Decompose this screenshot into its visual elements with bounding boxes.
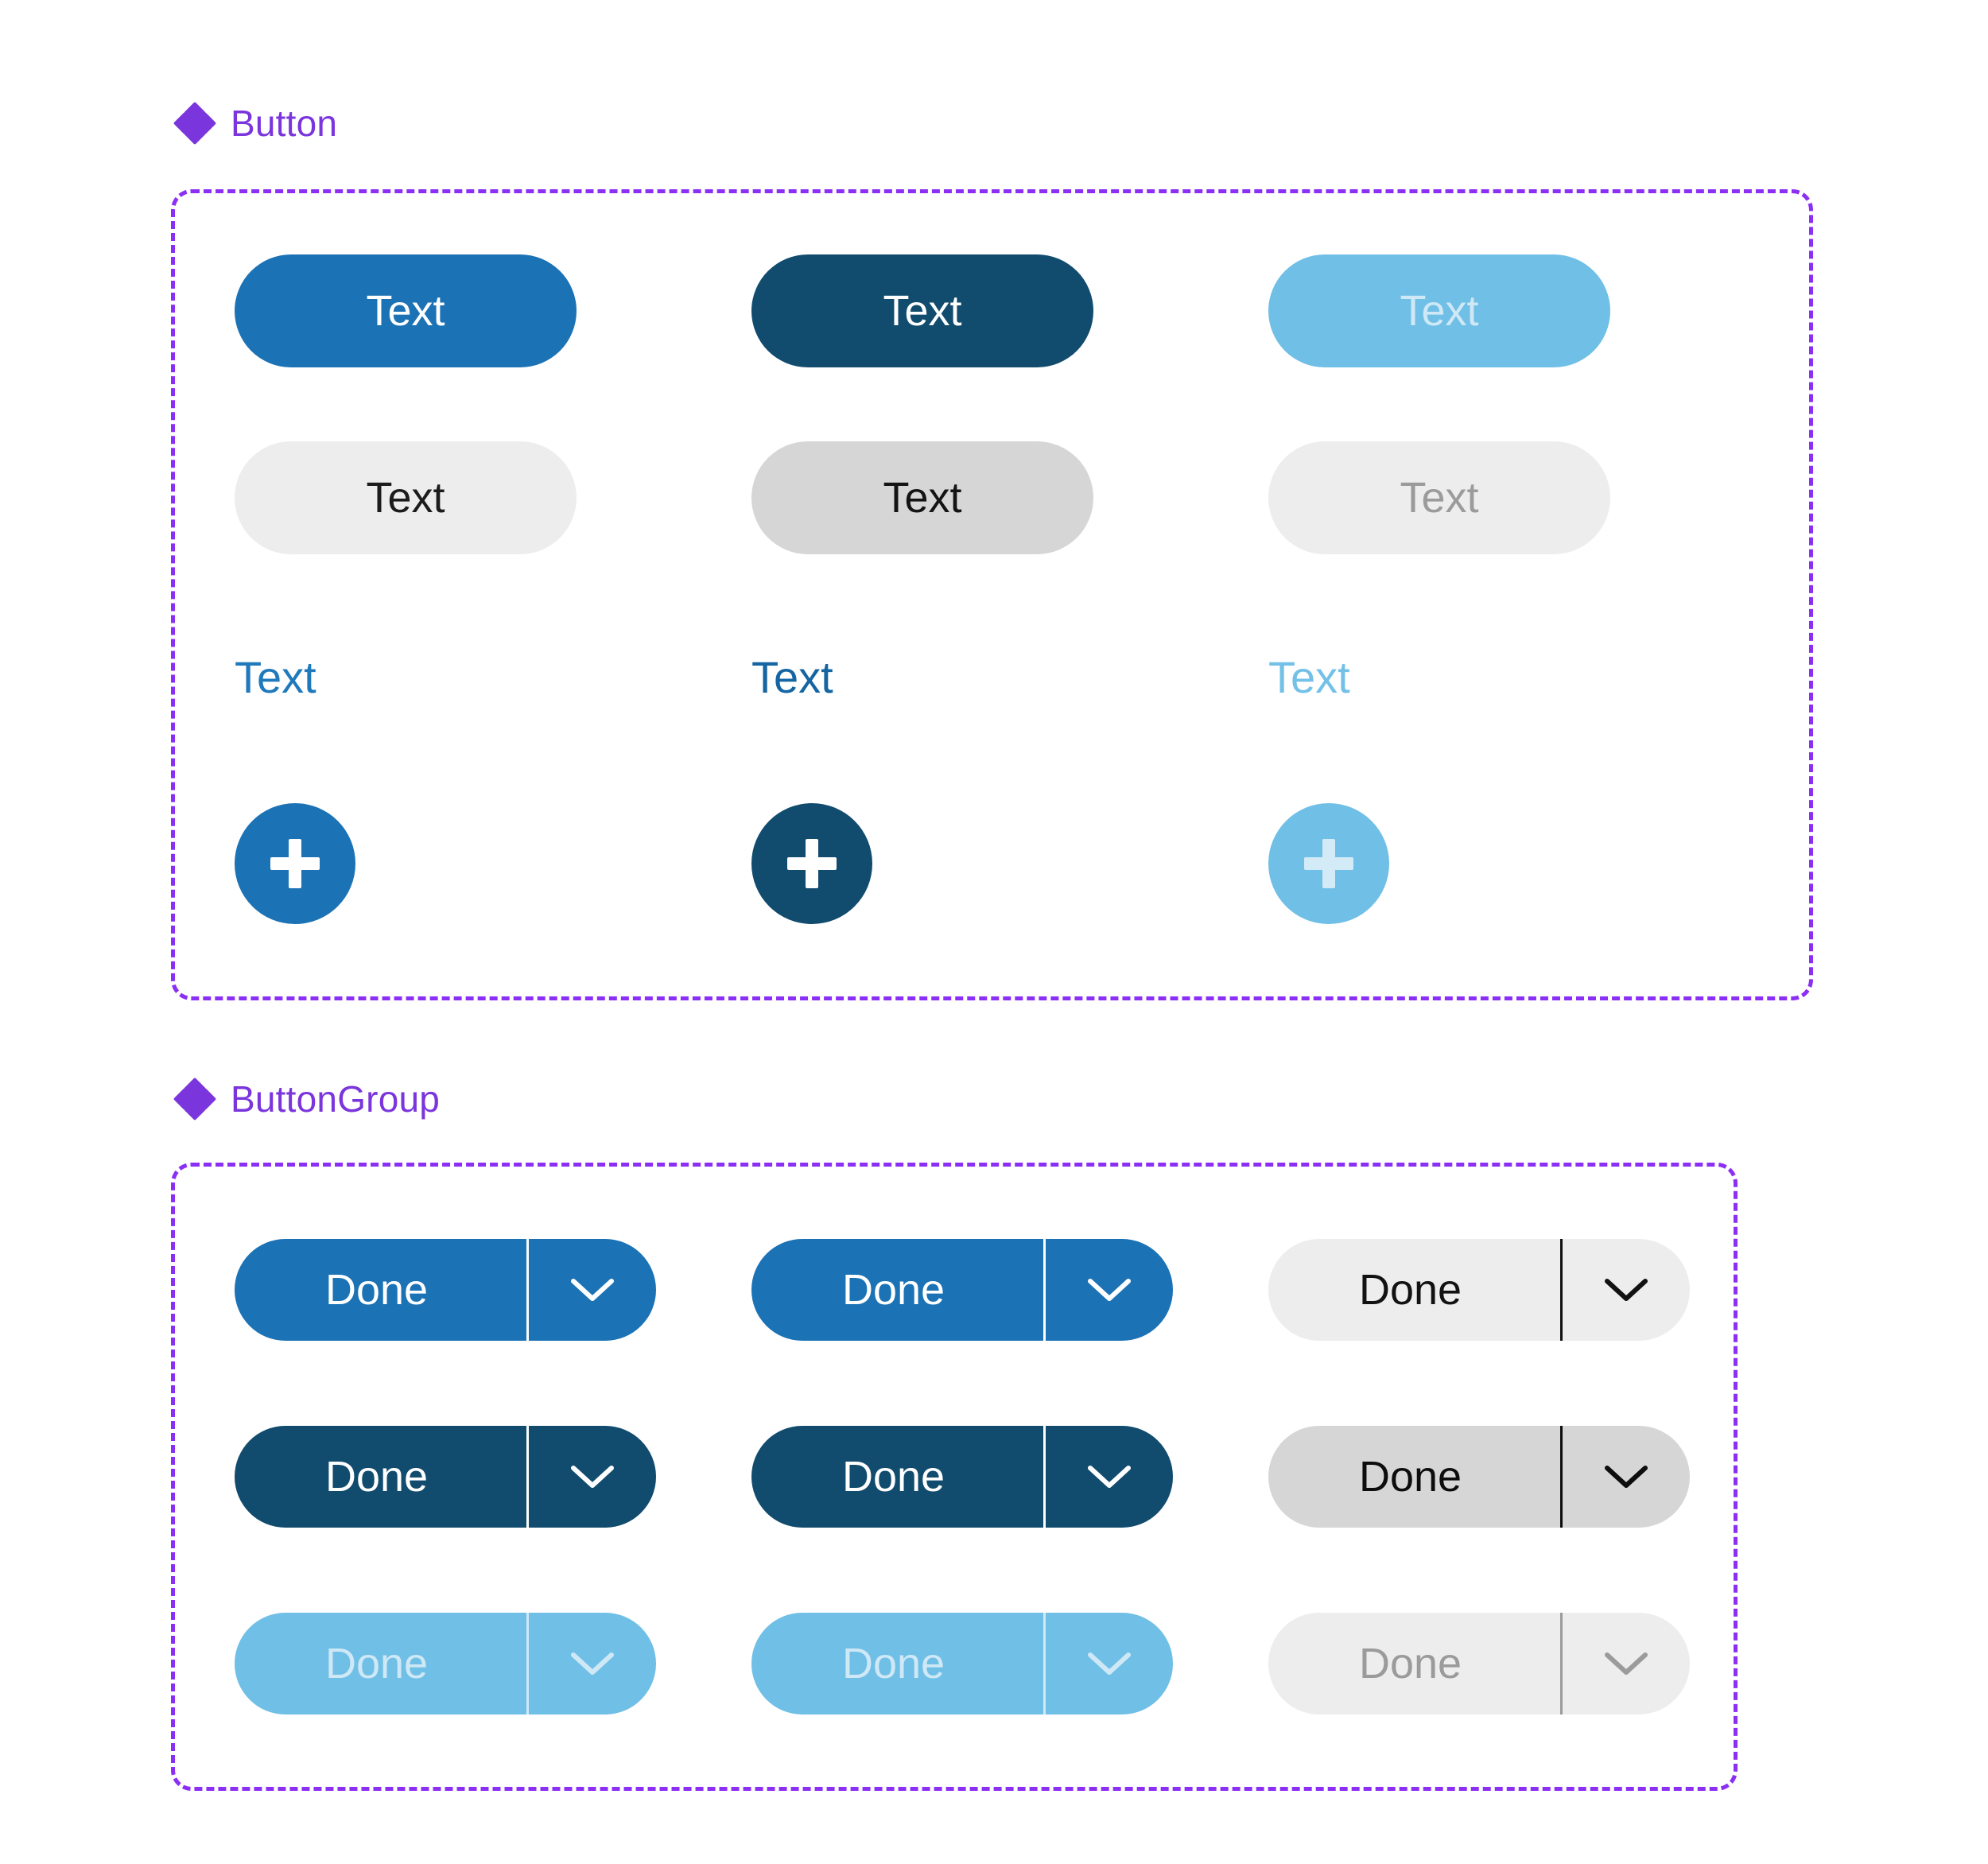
button-group-grey[interactable]: Done bbox=[1268, 1239, 1690, 1341]
button-group-divider bbox=[526, 1239, 529, 1341]
cell: Done bbox=[751, 1426, 1268, 1528]
button-group-primary-hover[interactable]: Done bbox=[751, 1239, 1173, 1341]
button-group-dropdown-toggle[interactable] bbox=[529, 1426, 656, 1528]
chevron-down-icon bbox=[1604, 1651, 1648, 1676]
filled-primary-row: Text Text Text bbox=[235, 254, 1785, 367]
button-group-main-done[interactable]: Done bbox=[751, 1239, 1043, 1341]
button-group-dropdown-toggle bbox=[1046, 1613, 1173, 1714]
section-title-buttongroup: ButtonGroup bbox=[231, 1078, 441, 1120]
buttongroup-component-frame bbox=[171, 1163, 1738, 1791]
cell: Text bbox=[235, 441, 751, 554]
cell: Done bbox=[1268, 1613, 1785, 1714]
cell: Text bbox=[235, 254, 751, 367]
plus-icon bbox=[787, 839, 837, 888]
button-group-main-done: Done bbox=[1268, 1613, 1560, 1714]
add-button-dark[interactable] bbox=[751, 803, 872, 924]
group-dark-row: Done Done Do bbox=[235, 1426, 1785, 1528]
button-group-divider bbox=[1043, 1613, 1046, 1714]
cell: Done bbox=[1268, 1426, 1785, 1528]
button-group-dropdown-toggle[interactable] bbox=[1563, 1239, 1690, 1341]
chevron-down-icon bbox=[1604, 1277, 1648, 1303]
add-button-disabled bbox=[1268, 803, 1389, 924]
cell: Done bbox=[235, 1613, 751, 1714]
button-text-dark[interactable]: Text bbox=[751, 254, 1093, 367]
cell: Done bbox=[1268, 1239, 1785, 1341]
button-group-grey-hover[interactable]: Done bbox=[1268, 1426, 1690, 1528]
cell: Text bbox=[235, 646, 751, 709]
plus-icon bbox=[270, 839, 320, 888]
cell: Text bbox=[1268, 254, 1785, 367]
text-button-primary[interactable]: Text bbox=[235, 646, 316, 709]
fab-row bbox=[235, 803, 1785, 924]
button-group-grey-disabled: Done bbox=[1268, 1613, 1690, 1714]
button-group-lightblue-disabled: Done bbox=[235, 1613, 656, 1714]
button-group-divider bbox=[1043, 1239, 1046, 1341]
text-button-disabled: Text bbox=[1268, 646, 1350, 709]
chevron-down-icon bbox=[570, 1464, 615, 1489]
cell: Text bbox=[1268, 441, 1785, 554]
button-text-primary[interactable]: Text bbox=[235, 254, 577, 367]
cell: Text bbox=[1268, 646, 1785, 709]
chevron-down-icon bbox=[570, 1277, 615, 1303]
cell bbox=[1268, 803, 1785, 924]
button-group-divider bbox=[526, 1426, 529, 1528]
group-disabled-row: Done Done Do bbox=[235, 1613, 1785, 1714]
cell: Text bbox=[751, 254, 1268, 367]
button-group-main-done: Done bbox=[235, 1613, 526, 1714]
button-group-dark-hover[interactable]: Done bbox=[751, 1426, 1173, 1528]
section-title-button: Button bbox=[231, 103, 338, 144]
add-button-primary[interactable] bbox=[235, 803, 355, 924]
button-text-grey-hover[interactable]: Text bbox=[751, 441, 1093, 554]
cell: Done bbox=[751, 1239, 1268, 1341]
section-header-buttongroup: ButtonGroup bbox=[173, 1077, 441, 1121]
button-group-main-done: Done bbox=[751, 1613, 1043, 1714]
cell: Text bbox=[751, 646, 1268, 709]
section-header-button: Button bbox=[173, 101, 338, 146]
figma-component-diamond-icon bbox=[173, 1077, 217, 1121]
button-group-divider bbox=[526, 1613, 529, 1714]
button-text-grey[interactable]: Text bbox=[235, 441, 577, 554]
button-group-dropdown-toggle[interactable] bbox=[1563, 1426, 1690, 1528]
figma-component-diamond-icon bbox=[173, 101, 217, 146]
cell bbox=[751, 803, 1268, 924]
text-link-row: Text Text Text bbox=[235, 646, 1785, 709]
chevron-down-icon bbox=[1087, 1651, 1132, 1676]
button-group-main-done[interactable]: Done bbox=[1268, 1426, 1560, 1528]
button-group-lightblue-disabled-2: Done bbox=[751, 1613, 1173, 1714]
cell bbox=[235, 803, 751, 924]
button-group-divider bbox=[1560, 1426, 1563, 1528]
button-component-frame bbox=[171, 189, 1813, 1000]
button-group-divider bbox=[1560, 1613, 1563, 1714]
cell: Text bbox=[751, 441, 1268, 554]
chevron-down-icon bbox=[1604, 1464, 1648, 1489]
filled-grey-row: Text Text Text bbox=[235, 441, 1785, 554]
chevron-down-icon bbox=[570, 1651, 615, 1676]
button-group-dropdown-toggle[interactable] bbox=[529, 1239, 656, 1341]
button-group-primary[interactable]: Done bbox=[235, 1239, 656, 1341]
button-group-divider bbox=[1043, 1426, 1046, 1528]
button-text-light-disabled: Text bbox=[1268, 254, 1610, 367]
button-group-main-done[interactable]: Done bbox=[1268, 1239, 1560, 1341]
button-group-divider bbox=[1560, 1239, 1563, 1341]
cell: Done bbox=[751, 1613, 1268, 1714]
button-group-dropdown-toggle[interactable] bbox=[1046, 1426, 1173, 1528]
button-group-main-done[interactable]: Done bbox=[751, 1426, 1043, 1528]
button-group-main-done[interactable]: Done bbox=[235, 1239, 526, 1341]
plus-icon bbox=[1304, 839, 1353, 888]
cell: Done bbox=[235, 1239, 751, 1341]
chevron-down-icon bbox=[1087, 1464, 1132, 1489]
button-text-grey-disabled: Text bbox=[1268, 441, 1610, 554]
button-group-dropdown-toggle[interactable] bbox=[1046, 1239, 1173, 1341]
button-group-main-done[interactable]: Done bbox=[235, 1426, 526, 1528]
button-group-dropdown-toggle bbox=[529, 1613, 656, 1714]
button-group-dropdown-toggle bbox=[1563, 1613, 1690, 1714]
text-button-dark[interactable]: Text bbox=[751, 646, 833, 709]
cell: Done bbox=[235, 1426, 751, 1528]
chevron-down-icon bbox=[1087, 1277, 1132, 1303]
button-group-dark[interactable]: Done bbox=[235, 1426, 656, 1528]
group-primary-row: Done Done Do bbox=[235, 1239, 1785, 1341]
